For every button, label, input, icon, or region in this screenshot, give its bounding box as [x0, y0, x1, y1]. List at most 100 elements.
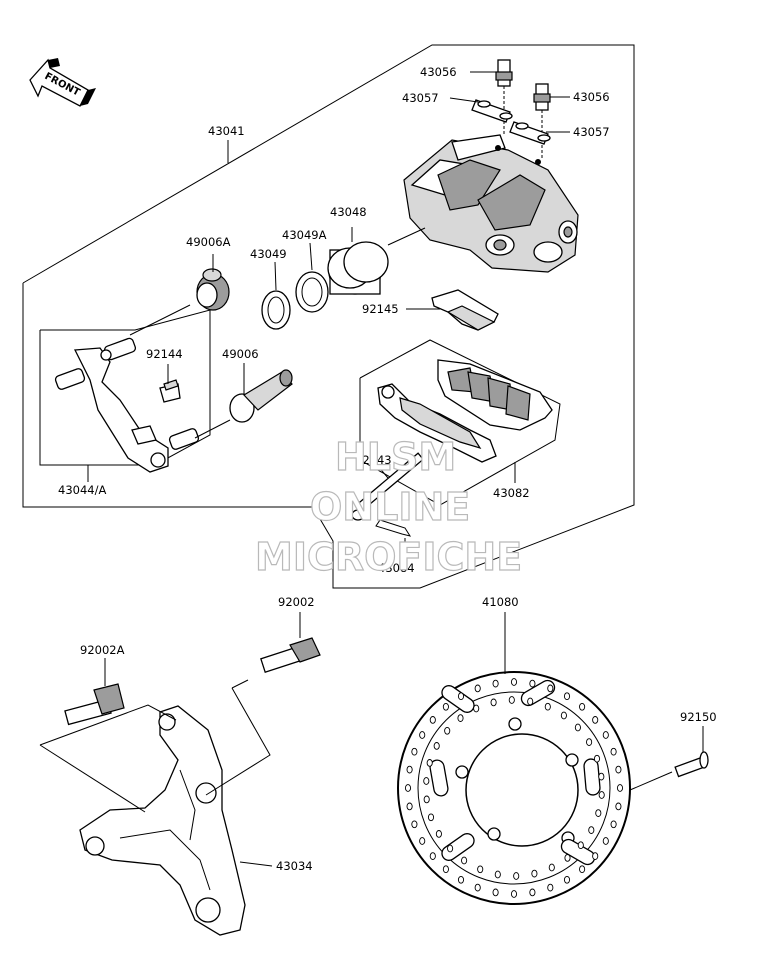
drill-hole: [457, 875, 465, 884]
drill-hole: [602, 731, 609, 739]
boot-49006: [229, 369, 293, 423]
label-43041: 43041: [208, 124, 245, 138]
caliper-mount-bracket-43034: [79, 705, 246, 936]
drill-hole: [457, 692, 465, 701]
drill-hole: [423, 795, 430, 804]
label-43049: 43049: [250, 247, 287, 261]
label-92002: 92002: [278, 595, 315, 609]
label-43082: 43082: [493, 486, 530, 500]
drill-hole: [429, 852, 436, 860]
screw-92150: [674, 751, 709, 778]
drill-hole: [598, 791, 605, 799]
drill-hole: [602, 837, 609, 845]
label-43057-b: 43057: [573, 125, 610, 139]
seal-43049: [261, 290, 291, 330]
drill-hole: [406, 802, 413, 811]
bleed-cap-a: [471, 99, 513, 123]
drill-hole: [474, 883, 481, 892]
bleed-valve-a: [495, 59, 513, 135]
drill-hole: [610, 747, 617, 756]
drill-hole: [544, 702, 551, 711]
drill-hole: [461, 856, 468, 865]
drill-hole: [419, 731, 426, 739]
drill-hole: [593, 754, 601, 763]
drill-hole: [404, 784, 412, 792]
label-92002a: 92002A: [80, 643, 125, 657]
boot-49006a: [196, 268, 230, 311]
watermark-line2: ONLINE: [310, 485, 470, 529]
drill-hole: [560, 711, 567, 720]
drill-hole: [427, 813, 435, 822]
drill-hole: [592, 716, 599, 724]
watermark-line3: MICROFICHE: [255, 535, 522, 579]
drill-hole: [490, 698, 497, 707]
drill-hole: [423, 777, 430, 785]
drill-hole: [615, 802, 622, 811]
drill-hole: [442, 865, 449, 874]
drill-hole: [426, 759, 433, 767]
drill-hole: [563, 875, 571, 884]
seal-43049a: [295, 271, 329, 313]
drill-hole: [579, 702, 586, 711]
drill-hole: [457, 714, 464, 722]
drill-hole: [547, 883, 554, 892]
drill-hole: [406, 765, 413, 774]
pad-spring-92145: [431, 289, 499, 331]
drill-hole: [492, 679, 499, 688]
drill-hole: [419, 837, 426, 845]
drill-hole: [586, 738, 593, 746]
label-43056-b: 43056: [573, 90, 610, 104]
caliper-body: [403, 134, 579, 273]
pad-clip-92144: [159, 379, 181, 403]
label-49006: 49006: [222, 347, 259, 361]
front-direction-arrow: FRONT: [29, 58, 96, 107]
drill-hole: [442, 702, 449, 711]
label-43049a: 43049A: [282, 228, 327, 242]
drill-hole: [531, 869, 538, 878]
watermark: HLSM ONLINE MICROFICHE: [254, 434, 522, 579]
watermark-line1: HLSM: [335, 435, 456, 479]
drill-hole: [574, 723, 581, 732]
disc-drill-holes: [404, 678, 624, 898]
pad-pin-92043: [351, 452, 425, 521]
drill-hole: [595, 809, 602, 817]
drill-hole: [435, 830, 442, 838]
drill-hole: [615, 765, 622, 774]
bolt-92002a: [64, 683, 125, 726]
label-43084: 43084: [378, 561, 415, 575]
bleed-cap-b: [509, 121, 551, 145]
drill-hole: [610, 820, 617, 829]
drill-hole: [510, 678, 518, 686]
drill-hole: [474, 684, 481, 693]
label-43048: 43048: [330, 205, 367, 219]
drill-hole: [411, 820, 418, 829]
cotter-pin-43084: [375, 519, 412, 537]
label-43056-a: 43056: [420, 65, 457, 79]
label-92043: 92043: [355, 453, 392, 467]
drill-hole: [577, 841, 584, 850]
label-41080: 41080: [482, 595, 519, 609]
label-43034: 43034: [276, 859, 313, 873]
drill-hole: [492, 888, 499, 897]
drill-hole: [508, 696, 515, 704]
drill-hole: [616, 784, 624, 792]
label-43057-a: 43057: [402, 91, 439, 105]
drill-hole: [529, 888, 536, 897]
drill-hole: [433, 742, 440, 750]
brake-disc-41080: [397, 671, 631, 905]
brake-pad-outer: [377, 383, 497, 463]
drill-hole: [579, 865, 586, 874]
drill-hole: [564, 854, 571, 862]
label-92144: 92144: [146, 347, 183, 361]
drill-hole: [547, 684, 554, 693]
drill-hole: [548, 863, 555, 872]
drill-hole: [429, 716, 436, 724]
drill-hole: [411, 747, 418, 756]
drill-hole: [477, 865, 484, 874]
drill-hole: [598, 772, 605, 781]
bleed-valve-b: [533, 83, 551, 160]
drill-hole: [473, 704, 480, 713]
drill-hole: [588, 826, 595, 834]
drill-hole: [513, 872, 520, 880]
